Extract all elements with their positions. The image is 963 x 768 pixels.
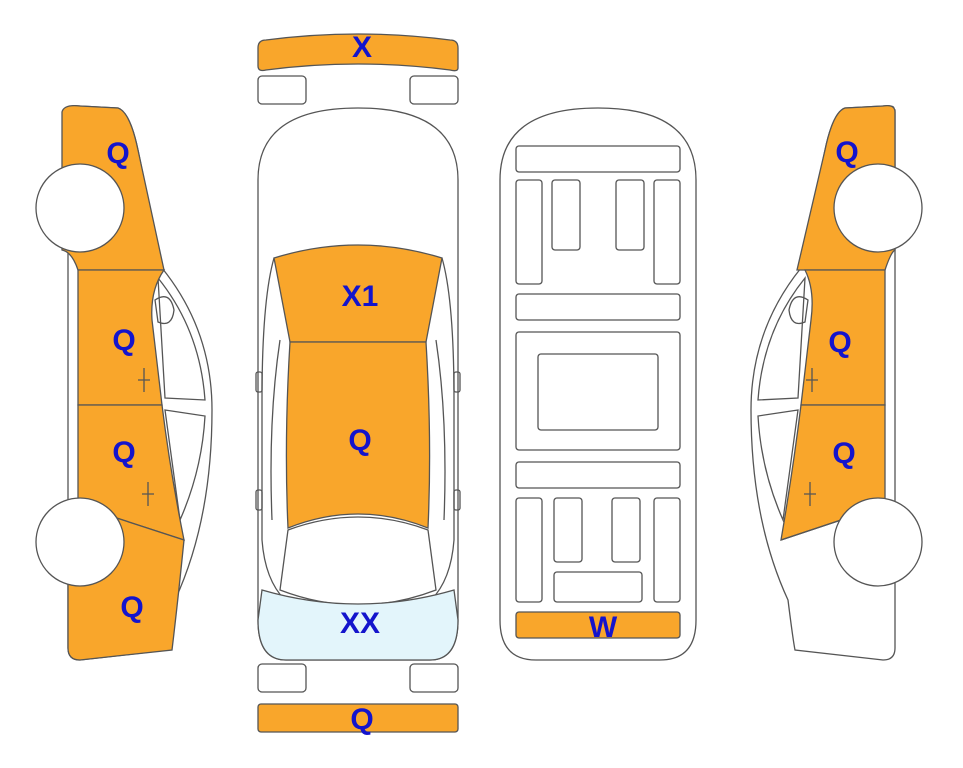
right-side-window-rear (757, 409, 799, 523)
left-front-wheel (35, 163, 125, 253)
front-right-light (409, 75, 459, 105)
underbody-rear-right-box (611, 497, 641, 563)
roof-panel (285, 341, 431, 529)
underbody-front-left-rail (515, 179, 543, 285)
rear-right-light (409, 663, 459, 693)
top-view-right-contour (430, 257, 455, 601)
front-left-light (257, 75, 307, 105)
underbody-front-bar (515, 145, 681, 173)
underbody-rear-left-rail (515, 497, 543, 603)
top-view: X X1 Q XX Q (255, 31, 461, 736)
left-rear-door-label: Q (112, 436, 135, 469)
rear-window (279, 516, 437, 606)
underbody-rear-panel (515, 611, 681, 639)
underbody-outline (499, 107, 697, 661)
right-mirror-top (453, 371, 461, 393)
underbody-mid-bar-1 (515, 293, 681, 321)
underbody-view: W (499, 107, 697, 661)
underbody-mid-bar-2 (515, 461, 681, 489)
left-rear-door-handle-icon (142, 482, 154, 506)
underbody-center-frame (515, 331, 681, 451)
left-mirror-top (255, 371, 263, 393)
underbody-rear-cross (553, 571, 643, 603)
left-front-door-panel (77, 269, 166, 406)
left-handle-top (255, 489, 263, 511)
right-front-wheel (833, 163, 923, 253)
underbody-rear-right-rail (653, 497, 681, 603)
underbody-front-left-box (551, 179, 581, 251)
hood-label: X1 (342, 280, 379, 313)
underbody-rear-left-box (553, 497, 583, 563)
left-side-window (157, 276, 206, 401)
left-rear-quarter-label: Q (120, 591, 143, 624)
underbody-rear-label: W (589, 611, 618, 644)
underbody-front-right-rail (653, 179, 681, 285)
right-rear-door-label: Q (832, 437, 855, 470)
right-rear-wheel (833, 497, 923, 587)
windshield-panel (257, 589, 459, 661)
top-view-left-contour (261, 257, 286, 601)
front-bumper-panel (257, 33, 459, 72)
top-view-right-pillar (435, 339, 446, 521)
windshield-label: XX (340, 607, 380, 640)
left-front-door-handle-icon (138, 368, 150, 392)
underbody-center-tunnel (537, 353, 659, 431)
rear-bumper-label: Q (350, 703, 373, 736)
rear-bumper-panel (257, 703, 459, 733)
left-front-door-label: Q (112, 324, 135, 357)
right-handle-top (453, 489, 461, 511)
right-front-door-handle-icon (806, 368, 818, 392)
hood-panel (273, 244, 443, 343)
underbody-front-right-box (615, 179, 645, 251)
left-mirror-icon (154, 296, 175, 325)
left-rear-wheel (35, 497, 125, 587)
right-mirror-icon (788, 296, 809, 325)
right-front-door-label: Q (828, 326, 851, 359)
rear-left-light (257, 663, 307, 693)
right-side-window (757, 276, 806, 401)
top-view-left-pillar (270, 339, 281, 521)
right-front-door-panel (800, 269, 886, 406)
front-bumper-label: X (352, 31, 372, 64)
right-side-view: Q Q Q (750, 104, 923, 661)
left-side-view: Q Q Q Q (35, 104, 213, 661)
left-front-fender-label: Q (106, 137, 129, 170)
right-front-fender-label: Q (835, 136, 858, 169)
left-side-window-rear (164, 409, 206, 523)
roof-label: Q (348, 424, 371, 457)
right-rear-door-handle-icon (804, 482, 816, 506)
